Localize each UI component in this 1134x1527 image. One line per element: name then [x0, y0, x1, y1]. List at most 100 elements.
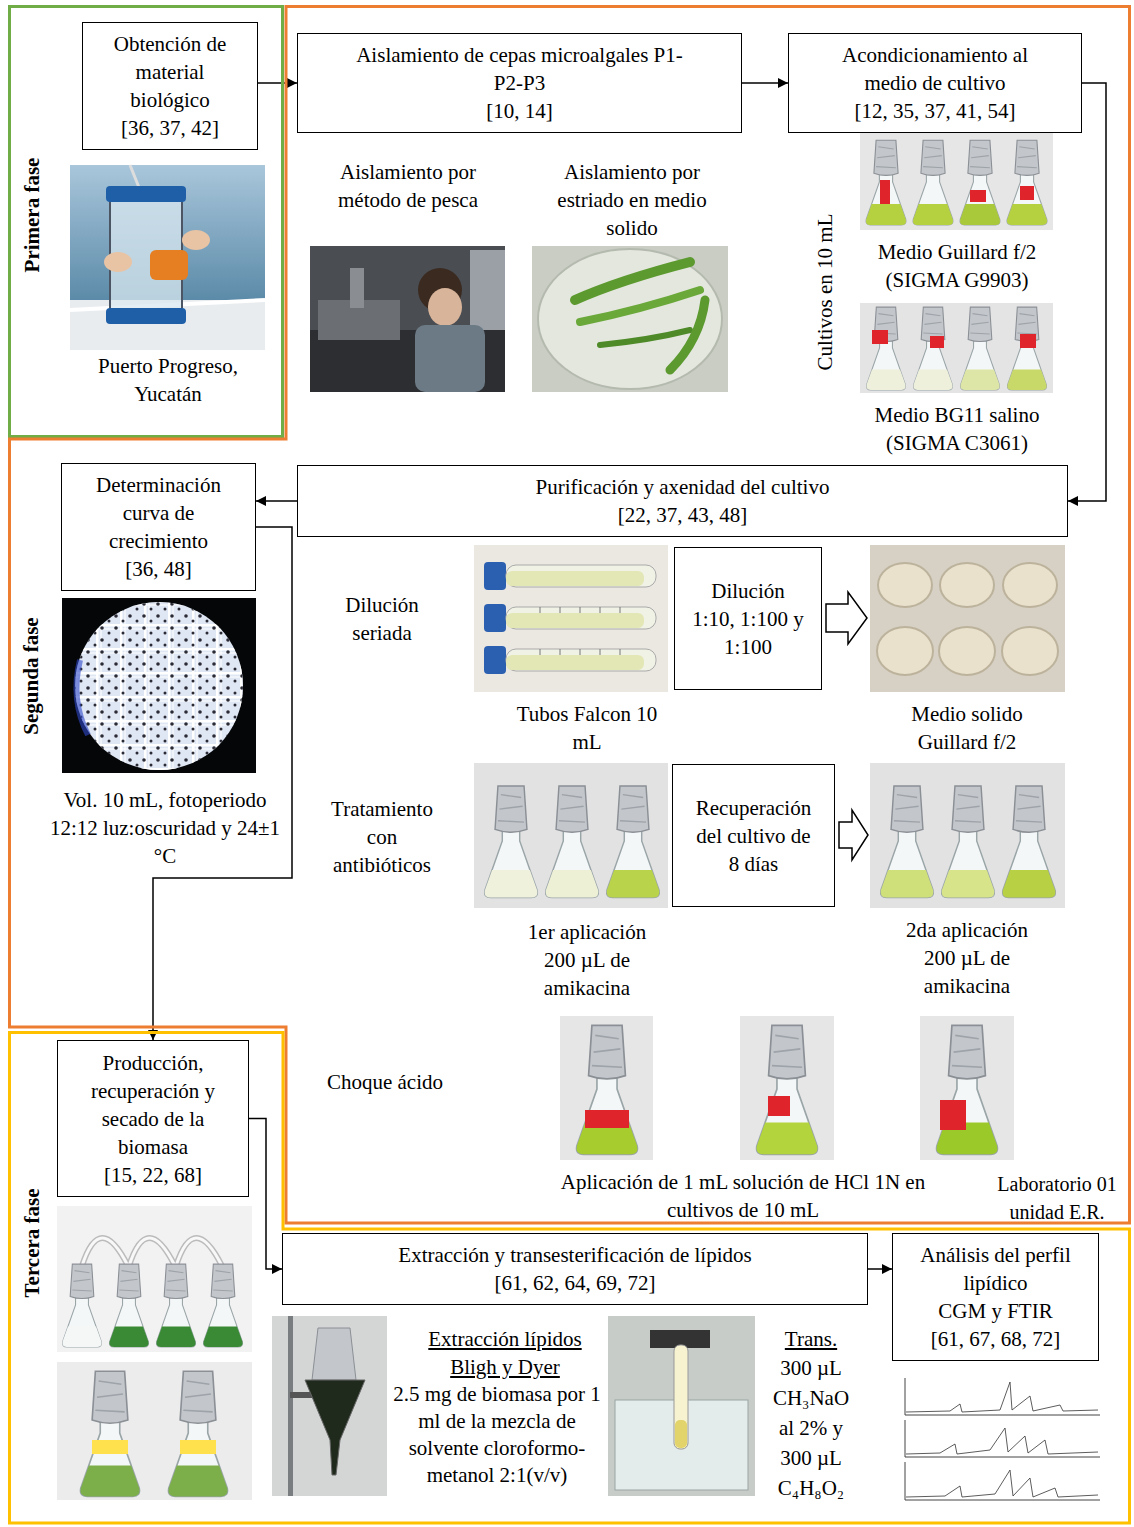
acid-shock-photo	[740, 1016, 834, 1160]
box-title: Producción, recuperación y secado de la …	[68, 1049, 238, 1161]
photo-caption: 1er aplicación 200 µL de amikacina	[512, 918, 662, 1002]
chromatogram-thumbnail	[888, 1372, 1105, 1505]
hollow-arrow	[826, 592, 867, 644]
box-reference: [15, 22, 68]	[104, 1161, 202, 1189]
acid-shock-photo	[560, 1016, 1014, 1160]
flow-arrow	[1068, 83, 1106, 501]
dried-biomass-photo	[180, 1440, 216, 1454]
dried-biomass-photo	[92, 1440, 128, 1454]
box-reference: [12, 35, 37, 41, 54]	[855, 97, 1016, 125]
box-reference: [22, 37, 43, 48]	[618, 501, 748, 529]
box-title: Purificación y axenidad del cultivo	[536, 473, 830, 501]
falcon-tubes-photo	[506, 607, 656, 629]
petri-streak-photo	[538, 249, 722, 389]
sampling-photo	[182, 230, 210, 250]
petri-plates-photo	[1003, 563, 1057, 607]
method-caption: Aislamiento por método de pesca	[313, 158, 503, 214]
petri-plates-photo	[870, 545, 1065, 692]
falcon-tubes-photo	[506, 613, 644, 628]
bg11-flasks-photo	[860, 303, 1053, 393]
acid-shock-photo	[940, 1100, 966, 1130]
chromatogram-thumbnail	[906, 1382, 1098, 1412]
microscope-photo	[428, 288, 462, 326]
counting-chamber-photo	[76, 660, 88, 735]
separatory-funnel-photo	[305, 1380, 365, 1475]
sampling-photo	[106, 186, 186, 202]
process-box: Recuperación del cultivo de 8 días	[672, 764, 835, 907]
petri-streak-photo	[532, 246, 728, 392]
petri-streak-photo	[532, 246, 728, 392]
hollow-arrow	[839, 810, 868, 860]
separatory-funnel-photo	[272, 1316, 387, 1496]
box-title: Análisis del perfil lipídico	[916, 1241, 1076, 1297]
bg11-flasks-photo	[1007, 307, 1046, 390]
petri-plates-photo	[878, 563, 932, 607]
process-box: Extracción y transesterificación de lípi…	[282, 1233, 868, 1305]
acid-shock-photo	[937, 1025, 998, 1154]
counting-chamber-photo	[62, 598, 256, 773]
antibiotic-flasks-photo	[474, 763, 1065, 908]
box-reference: CGM y FTIR	[938, 1297, 1052, 1325]
water-bath-photo	[608, 1316, 755, 1496]
guillard-flasks-photo	[1020, 186, 1034, 200]
water-bath-photo	[675, 1420, 687, 1448]
box-reference: [10, 14]	[486, 97, 553, 125]
guillard-flasks-photo	[866, 140, 906, 225]
box-title: Acondicionamiento al medio de cultivo	[815, 41, 1055, 97]
chromatogram-thumbnail	[906, 1428, 1098, 1454]
photo-caption: Aplicación de 1 mL solución de HCl 1N en…	[533, 1168, 953, 1224]
photo-caption: Puerto Progreso, Yucatán	[73, 352, 263, 408]
antibiotic-flasks-photo	[546, 786, 599, 898]
separatory-funnel-photo	[272, 1316, 387, 1496]
guillard-flasks-photo	[880, 180, 890, 204]
antibiotic-flasks-photo	[607, 786, 660, 898]
photobioreactor-photo	[82, 1238, 222, 1266]
method-note: 300 µL CH₃NaO al 2% y 300 µL C₄H₈O₂	[768, 1353, 854, 1503]
box-title: Dilución 1:10, 1:100 y 1:100	[692, 577, 804, 661]
petri-streak-photo	[600, 330, 690, 345]
process-box: Producción, recuperación y secado de la …	[57, 1040, 249, 1197]
petri-streak-photo	[580, 290, 700, 322]
antibiotic-flasks-photo	[870, 763, 1065, 908]
bg11-flasks-photo	[913, 307, 952, 390]
petri-plates-photo	[877, 627, 933, 675]
sampling-photo	[106, 308, 186, 324]
process-box: Análisis del perfil lipídicoCGM y FTIR[6…	[892, 1233, 1099, 1361]
box-reference: [36, 37, 42]	[121, 114, 219, 142]
photo-caption: 2da aplicación 200 µL de amikacina	[892, 916, 1042, 1000]
process-box: Purificación y axenidad del cultivo[22, …	[297, 465, 1068, 537]
phase-border	[10, 7, 283, 437]
acid-shock-photo	[585, 1110, 629, 1128]
water-bath-photo	[608, 1316, 755, 1496]
phase-title: Segunda fase	[19, 617, 43, 734]
box-reference: [36, 48]	[125, 555, 192, 583]
antibiotic-flasks-photo	[1003, 786, 1056, 898]
falcon-tubes-photo	[540, 607, 620, 655]
flow-arrow	[249, 1119, 282, 1270]
photobioreactor-photo	[82, 1238, 222, 1266]
photobioreactor-photo	[109, 1264, 148, 1347]
sampling-photo	[70, 165, 265, 350]
method-heading: Trans.	[771, 1325, 851, 1353]
flow-arrow	[153, 527, 292, 1040]
sampling-photo	[70, 165, 265, 350]
antibiotic-flasks-photo	[485, 786, 538, 898]
dried-biomass-photo	[80, 1371, 139, 1496]
microscope-photo	[350, 268, 364, 308]
step-label: Choque ácido	[315, 1068, 455, 1096]
bg11-flasks-photo	[1020, 334, 1036, 348]
antibiotic-flasks-photo	[881, 786, 934, 898]
box-title: Recuperación del cultivo de 8 días	[689, 794, 819, 878]
box-title: Determinación curva de crecimiento	[74, 471, 244, 555]
box-title: Obtención de material biológico	[100, 30, 240, 114]
sampling-photo	[104, 252, 132, 272]
phase-title: Tercera fase	[20, 1188, 44, 1297]
dried-biomass-photo	[57, 1362, 252, 1500]
guillard-flasks-photo	[860, 133, 1053, 230]
separatory-funnel-photo	[312, 1328, 356, 1380]
petri-streak-photo	[670, 300, 705, 370]
process-box: Acondicionamiento al medio de cultivo[12…	[788, 33, 1082, 133]
box-reference: [61, 62, 64, 69, 72]	[495, 1269, 656, 1297]
method-caption: Aislamiento por estriado en medio solido	[542, 158, 722, 242]
location-note: Laboratorio 01 unidad E.R.	[988, 1170, 1126, 1226]
